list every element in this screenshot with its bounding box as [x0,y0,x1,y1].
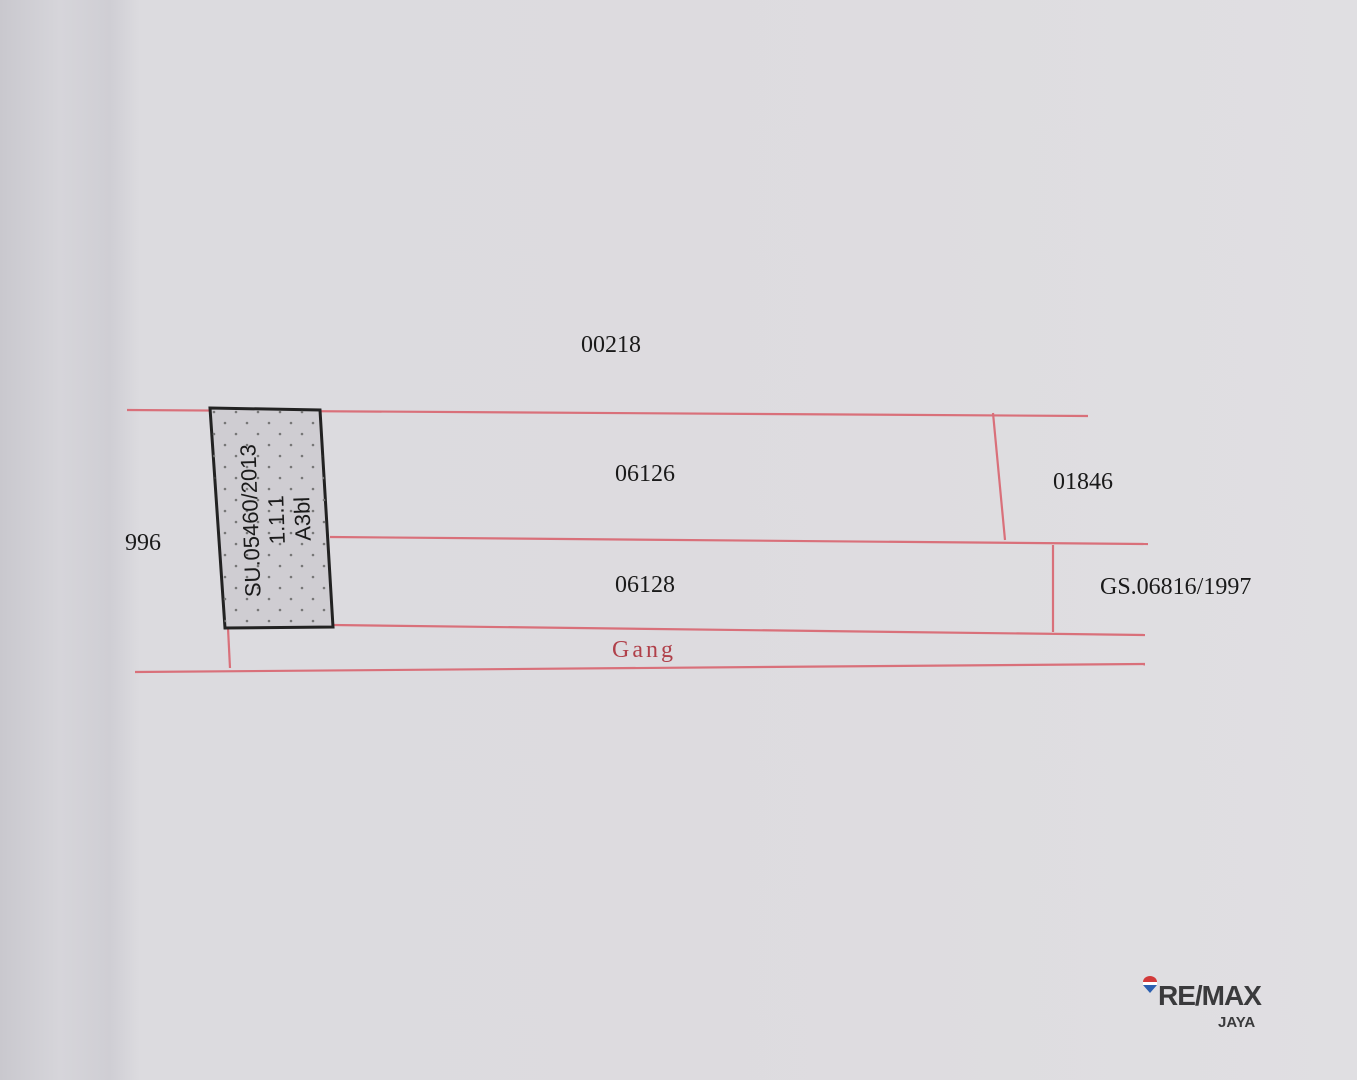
boundary-middle [329,535,1149,546]
parcel-north-label: 00218 [581,332,641,358]
parcel-east-upper-label: 01846 [1053,469,1113,495]
boundary-lower [332,623,1146,637]
remax-logo: RE/MAX JAYA [1142,976,1272,1036]
logo-office: JAYA [1218,1014,1256,1031]
boundary-west-gang [226,627,232,669]
boundary-east-upper [991,412,1007,541]
parcel-lower-label: 06128 [615,572,675,598]
subject-parcel-code: 1.1.1 [263,495,290,545]
balloon-icon [1143,976,1157,993]
subject-parcel-class: A3bl [289,496,316,541]
parcel-west-label: 996 [125,530,161,556]
boundary-bottom [134,662,1146,674]
parcel-upper-label: 06126 [615,461,675,487]
road-label: Gang [612,637,676,663]
logo-brand: RE/MAX [1158,980,1262,1011]
subject-parcel-id: SU.05460/2013 [235,444,265,598]
parcel-east-lower-label: GS.06816/1997 [1100,574,1251,600]
